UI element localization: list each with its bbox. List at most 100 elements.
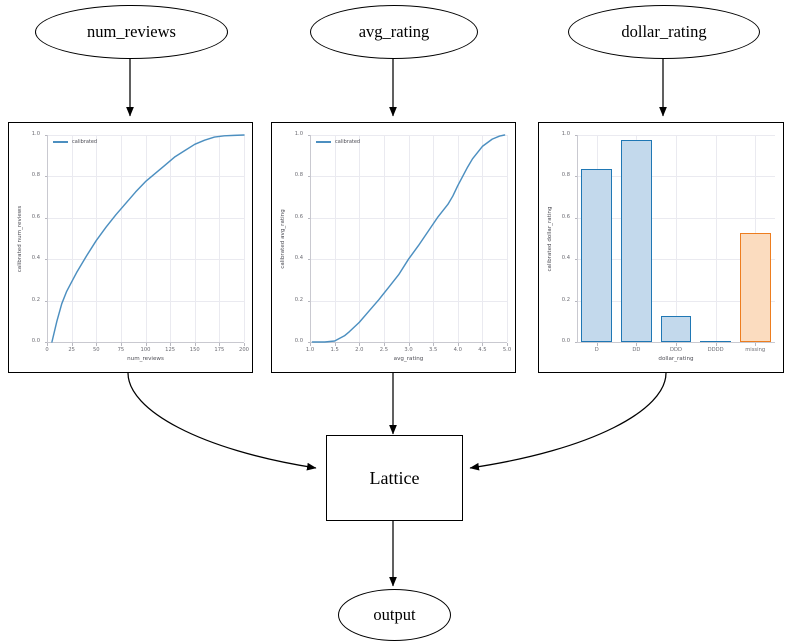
x-tick-mark [120, 343, 122, 346]
x-tick-mark [71, 343, 73, 346]
node-num-reviews-label: num_reviews [87, 22, 176, 41]
node-num-reviews[interactable]: num_reviews [35, 5, 228, 59]
node-avg-rating[interactable]: avg_rating [310, 5, 478, 59]
y-tick-mark [307, 342, 310, 343]
node-output[interactable]: output [338, 589, 451, 641]
x-axis-spine [577, 342, 775, 343]
chart-legend: calibrated [316, 139, 360, 145]
edge-calibrator-num-reviews-to-lattice [127, 372, 317, 471]
x-tick-mark [596, 343, 598, 346]
grid-line-x [457, 135, 459, 342]
x-tick-label: 3.5 [429, 347, 438, 353]
y-tick-label: 0.0 [294, 338, 303, 344]
node-dollar-rating-label: dollar_rating [621, 22, 707, 41]
x-tick-label: 175 [214, 347, 225, 353]
y-tick-mark [307, 217, 310, 219]
y-tick-label: 1.0 [294, 131, 303, 137]
x-tick-mark [507, 343, 508, 346]
y-tick-mark [574, 135, 577, 136]
grid-line-x [482, 135, 484, 342]
x-tick-label: DD [632, 347, 641, 353]
node-lattice[interactable]: Lattice [326, 435, 463, 521]
calibration-curve [311, 134, 506, 343]
x-axis-title: dollar_rating [658, 356, 694, 362]
x-tick-mark [383, 343, 385, 346]
y-tick-label: 1.0 [561, 131, 570, 137]
x-axis-spine [47, 342, 244, 343]
y-tick-label: 0.4 [294, 255, 303, 262]
x-tick-mark [244, 343, 245, 346]
y-tick-label: 0.4 [561, 255, 570, 262]
y-tick-mark [44, 135, 47, 136]
node-output-label: output [373, 605, 416, 624]
y-tick-mark [574, 342, 577, 343]
x-tick-mark [310, 343, 311, 346]
legend-swatch [53, 141, 68, 143]
x-tick-mark [408, 343, 410, 346]
x-tick-label: 100 [140, 347, 151, 353]
y-tick-label: 0.0 [561, 338, 570, 344]
y-tick-label: 1.0 [31, 131, 40, 137]
grid-line-x [145, 135, 147, 342]
y-axis-title: calibrated dollar_rating [547, 205, 553, 272]
y-tick-label: 0.6 [561, 213, 570, 220]
x-axis-title: avg_rating [393, 356, 424, 362]
y-axis-spine [577, 135, 578, 342]
grid-line-x [219, 135, 221, 342]
y-tick-mark [574, 176, 577, 178]
edge-calibrator-dollar-rating-to-lattice [469, 372, 667, 471]
x-tick-label: 4.0 [453, 347, 462, 353]
y-axis-spine [47, 135, 48, 342]
y-tick-mark [44, 259, 47, 261]
y-tick-mark [574, 300, 577, 302]
x-tick-label: 1.5 [330, 347, 339, 353]
bar-D[interactable] [581, 169, 613, 342]
bar-DD[interactable] [620, 140, 652, 342]
y-tick-label: 0.6 [31, 213, 40, 220]
x-tick-label: D [594, 347, 599, 353]
x-tick-label: 2.0 [355, 347, 364, 353]
y-tick-label: 0.8 [561, 172, 570, 179]
bar-DDD[interactable] [660, 316, 692, 342]
series-calibrated [311, 134, 506, 343]
legend-label: calibrated [335, 139, 361, 145]
y-tick-label: 0.8 [294, 172, 303, 179]
plot-area [47, 135, 245, 343]
y-tick-mark [44, 217, 47, 219]
node-dollar-rating[interactable]: dollar_rating [568, 5, 760, 59]
node-lattice-label: Lattice [369, 467, 420, 488]
y-axis-title: calibrated avg_rating [280, 208, 286, 269]
grid-line-x [715, 135, 717, 342]
grid-line-x [170, 135, 172, 342]
grid-line-x [194, 135, 196, 342]
y-tick-label: 0.2 [561, 296, 570, 303]
x-tick-mark [715, 343, 717, 346]
series-calibrated [51, 134, 245, 343]
x-tick-label: 2.5 [379, 347, 388, 353]
x-tick-label: 125 [165, 347, 176, 353]
x-tick-label: 75 [117, 347, 125, 353]
x-tick-label: 3.0 [404, 347, 413, 353]
y-tick-label: 0.4 [31, 255, 40, 262]
grid-line-x [120, 135, 122, 342]
x-tick-mark [359, 343, 361, 346]
y-tick-mark [307, 135, 310, 136]
x-tick-label: DDDD [707, 347, 724, 353]
grid-line-x [359, 135, 361, 342]
grid-line-x [71, 135, 73, 342]
legend-label: calibrated [72, 139, 98, 145]
grid-line-x [408, 135, 410, 342]
grid-line-x [676, 135, 677, 342]
legend-swatch [316, 141, 331, 143]
y-axis-spine [310, 135, 311, 342]
y-tick-mark [574, 217, 577, 219]
grid-line-x [433, 135, 435, 342]
plot-area [577, 135, 775, 344]
bar-missing[interactable] [739, 233, 771, 342]
x-tick-mark [676, 343, 677, 346]
y-tick-mark [44, 342, 47, 343]
